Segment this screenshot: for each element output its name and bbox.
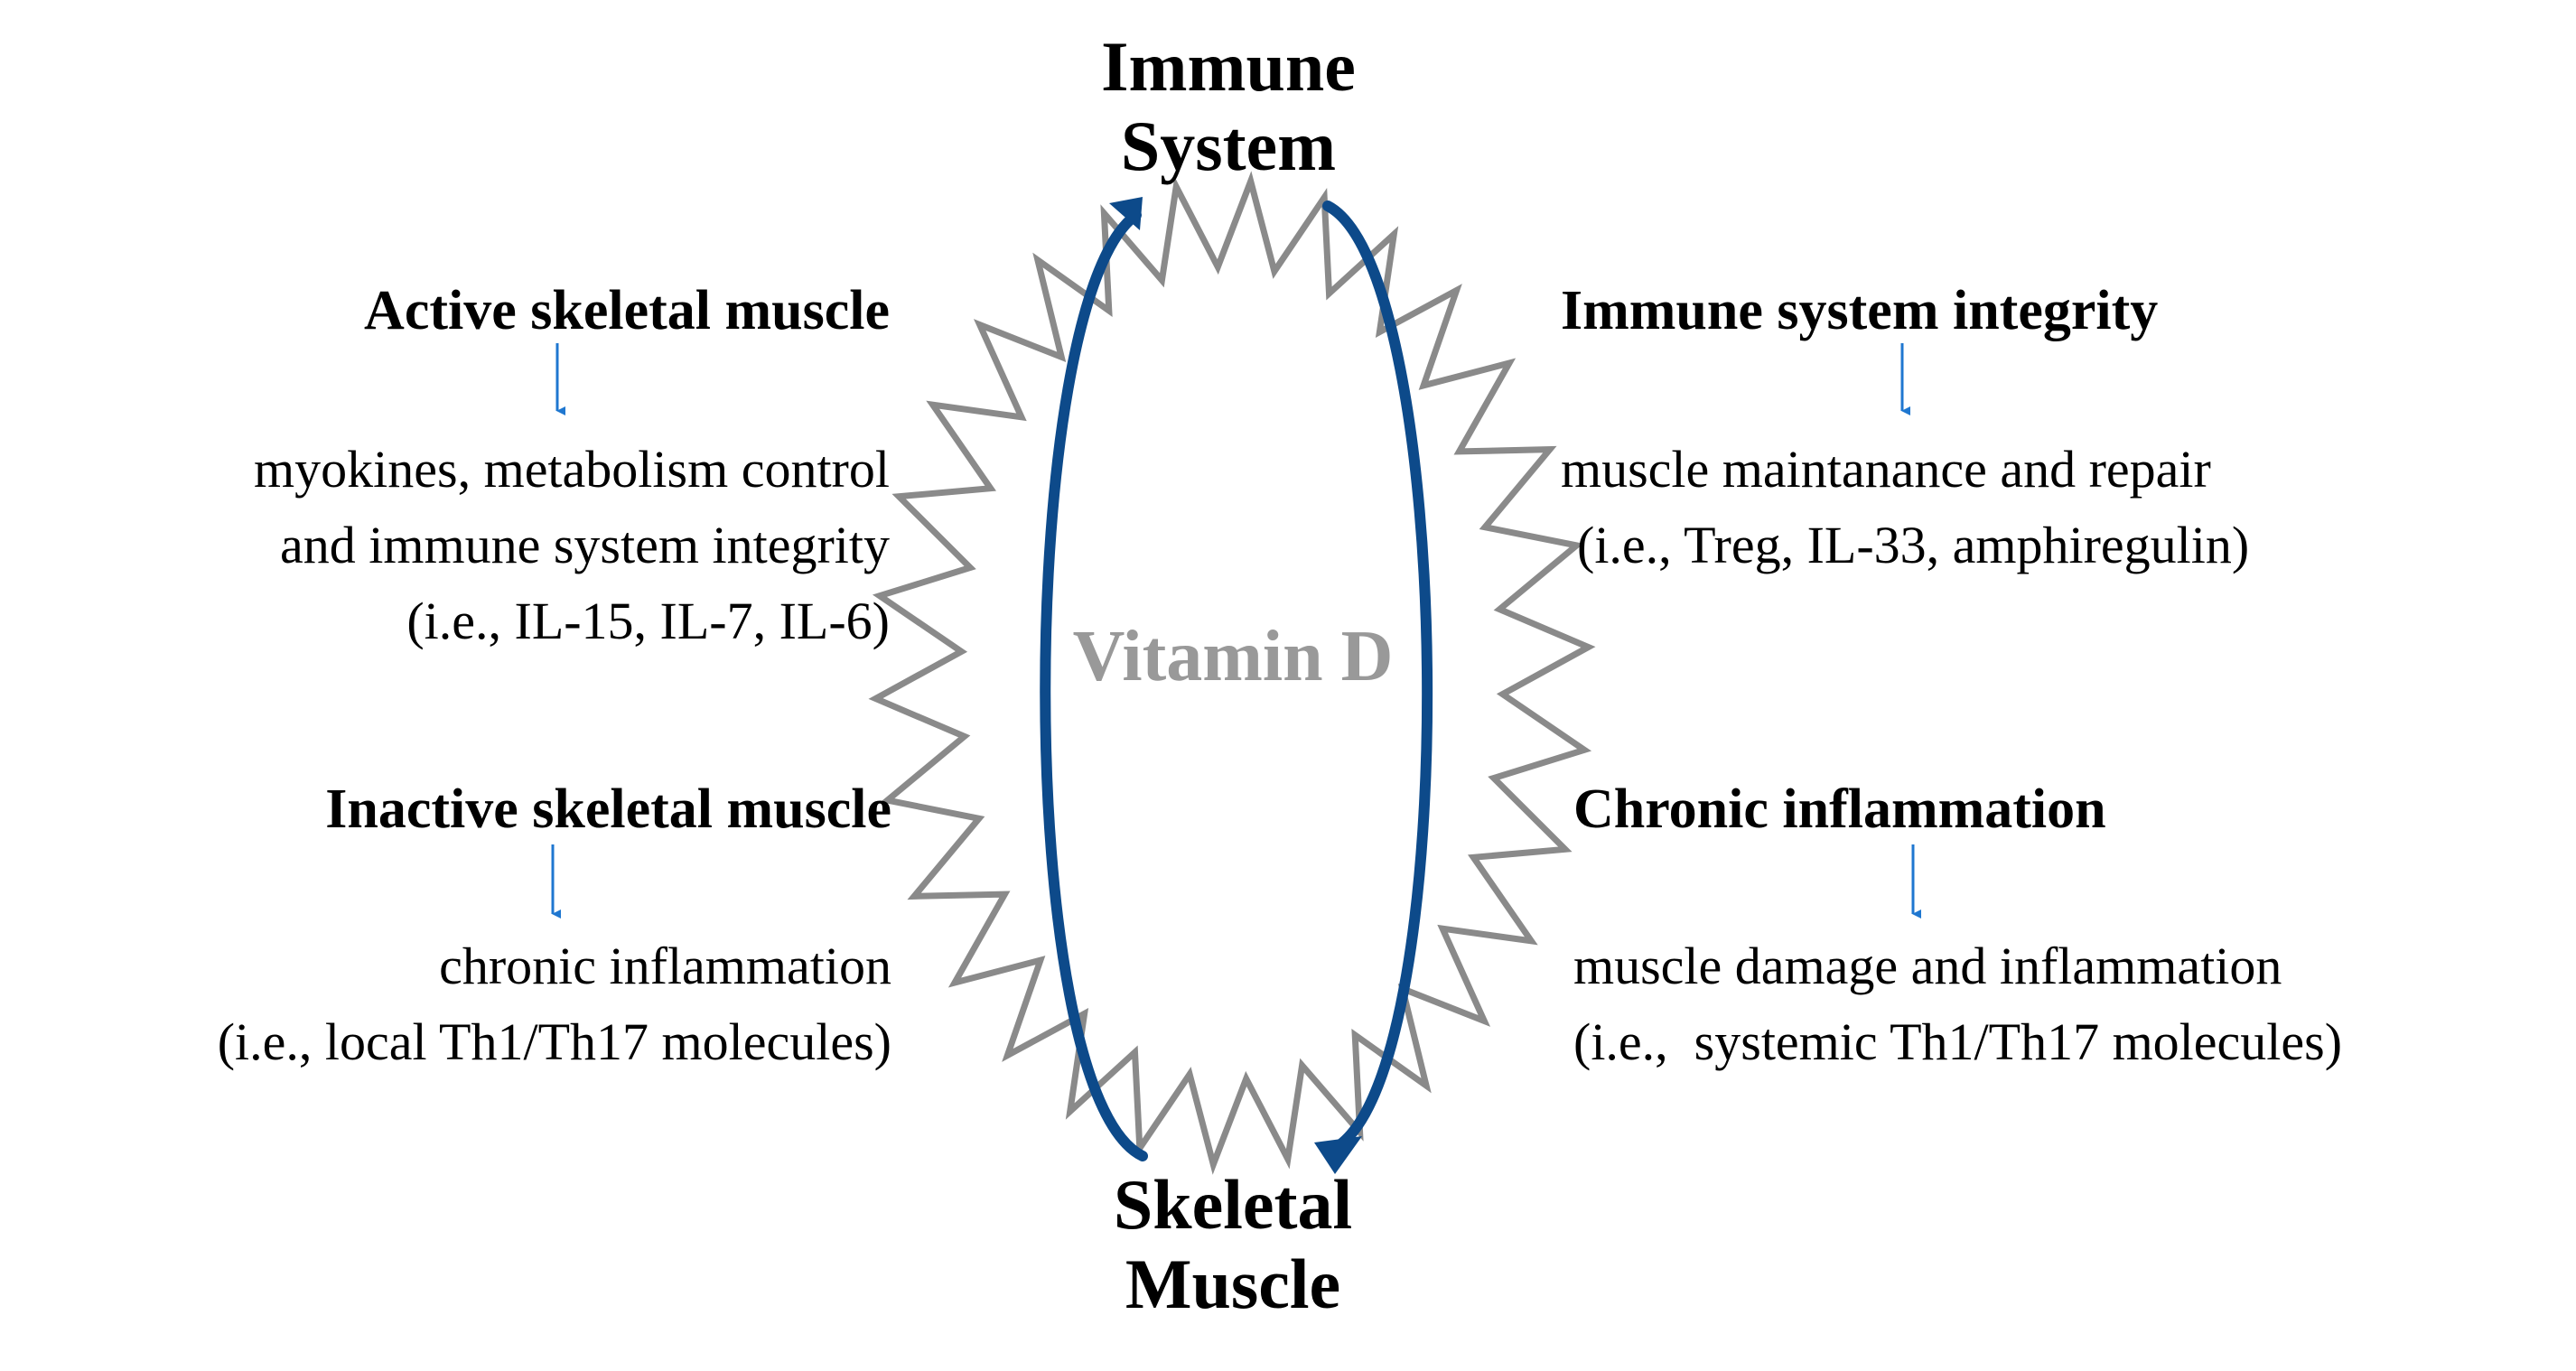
active-muscle-heading: Active skeletal muscle	[364, 280, 890, 341]
immune-system-label: Immune System	[1003, 27, 1454, 186]
active-muscle-line-2: and immune system integrity	[280, 516, 890, 574]
inactive-muscle-line-2: (i.e., local Th1/Th17 molecules)	[217, 1012, 891, 1071]
skeletal-muscle-line-2: Muscle	[1125, 1245, 1341, 1323]
vitamin-d-zigzag-ring	[868, 171, 1596, 1175]
chronic-inflammation-line-1: muscle damage and inflammation	[1573, 937, 2282, 995]
inactive-muscle-details: chronic inflammation (i.e., local Th1/Th…	[218, 928, 891, 1080]
immune-system-line-1: Immune	[1101, 27, 1356, 106]
right-loop-arc	[1322, 201, 1433, 1152]
active-muscle-line-3: (i.e., IL-15, IL-7, IL-6)	[406, 592, 890, 650]
right-loop-arrowhead	[1314, 1136, 1362, 1174]
active-muscle-line-1: myokines, metabolism control	[254, 440, 890, 499]
inactive-muscle-heading: Inactive skeletal muscle	[325, 779, 891, 840]
vitamin-d-label: Vitamin D	[1072, 617, 1394, 696]
immune-system-line-2: System	[1120, 107, 1337, 185]
chronic-inflammation-heading: Chronic inflammation	[1573, 779, 2106, 840]
inactive-muscle-line-1: chronic inflammation	[439, 937, 891, 995]
immune-integrity-line-1: muscle maintanance and repair	[1561, 440, 2211, 499]
skeletal-muscle-label: Skeletal Muscle	[1007, 1165, 1459, 1324]
skeletal-muscle-line-1: Skeletal	[1113, 1165, 1353, 1244]
active-muscle-details: myokines, metabolism control and immune …	[254, 432, 890, 659]
left-loop-arc	[1040, 210, 1148, 1161]
immune-integrity-details: muscle maintanance and repair (i.e., Tre…	[1561, 432, 2249, 583]
chronic-inflammation-details: muscle damage and inflammation (i.e., sy…	[1573, 928, 2342, 1080]
immune-integrity-line-2: (i.e., Treg, IL-33, amphiregulin)	[1577, 516, 2250, 574]
chronic-inflammation-line-2: (i.e., systemic Th1/Th17 molecules)	[1573, 1012, 2343, 1071]
left-loop-arrowhead	[1109, 197, 1143, 230]
immune-integrity-heading: Immune system integrity	[1561, 280, 2159, 341]
